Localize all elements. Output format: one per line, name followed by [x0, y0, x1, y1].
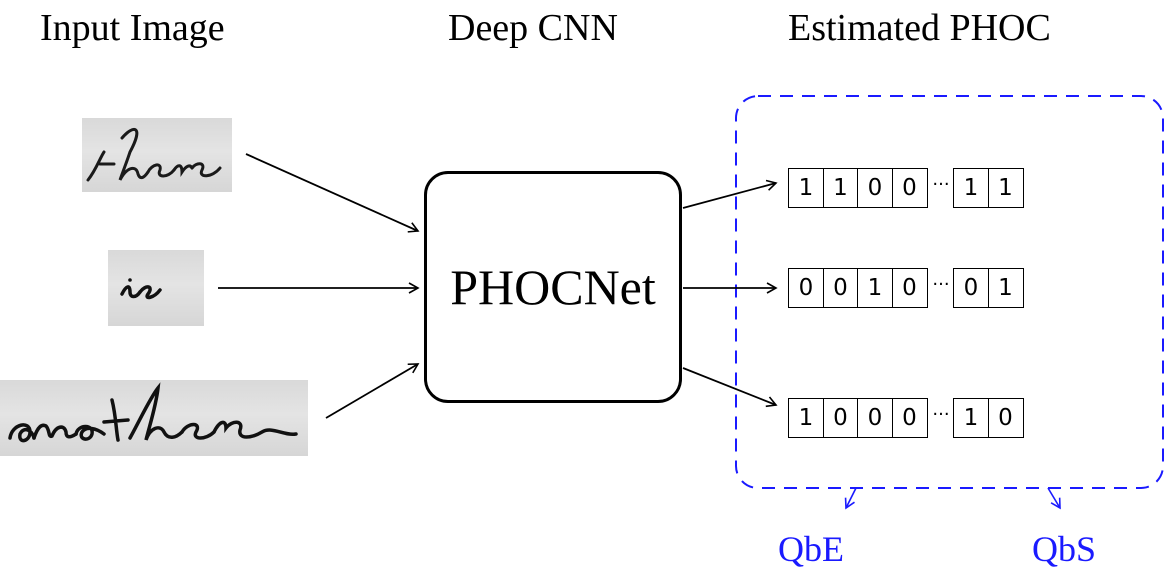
- phoc-cell: 0: [857, 168, 893, 208]
- phoc-cell: 0: [822, 398, 859, 438]
- arrow-there-to-phocnet: [245, 153, 420, 233]
- handwriting-is-icon: [120, 278, 162, 300]
- qbe-label: QbE: [778, 529, 844, 569]
- header-estimated-phoc: Estimated PHOC: [788, 7, 1051, 49]
- phoc-cell: 0: [987, 398, 1024, 438]
- phoc-ellipsis: ···: [932, 403, 950, 425]
- phoc-cell: 0: [788, 268, 824, 308]
- phoc-cell: 0: [891, 168, 928, 208]
- phoc-cell: 1: [953, 398, 989, 438]
- arrow-to-qbe: [844, 487, 857, 510]
- phoc-vector-row: 1 1 0 0 ··· 1 1: [788, 168, 1024, 208]
- phoc-cell: 0: [822, 268, 859, 308]
- phoc-cell: 1: [987, 268, 1024, 308]
- handwriting-there-icon: [86, 127, 222, 182]
- word-image-there: [82, 118, 232, 192]
- handwriting-another-icon: [8, 382, 298, 443]
- phoc-ellipsis: ···: [932, 273, 950, 295]
- phoc-output-region: [735, 95, 1164, 489]
- phoc-cell: 1: [788, 168, 824, 208]
- phoc-vector-row: 0 0 1 0 ··· 0 1: [788, 268, 1024, 308]
- header-deep-cnn: Deep CNN: [448, 7, 618, 49]
- qbs-label: QbS: [1032, 529, 1097, 569]
- word-image-is: [108, 250, 204, 326]
- header-input-image: Input Image: [40, 7, 225, 49]
- arrow-another-to-phocnet: [325, 363, 420, 419]
- phoc-cell: 0: [891, 398, 928, 438]
- phocnet-label: PHOCNet: [450, 259, 656, 315]
- word-image-another: [0, 380, 308, 456]
- arrow-phocnet-to-row1: [682, 179, 778, 209]
- phoc-vector-row: 1 0 0 0 ··· 1 0: [788, 398, 1024, 438]
- phoc-cell: 0: [891, 268, 928, 308]
- phoc-cell: 0: [953, 268, 989, 308]
- phocnet-box: PHOCNet: [424, 171, 682, 403]
- phoc-cell: 1: [953, 168, 989, 208]
- phoc-cell: 0: [857, 398, 893, 438]
- phoc-cell: 1: [822, 168, 859, 208]
- arrow-to-qbs: [1047, 487, 1061, 510]
- phoc-ellipsis: ···: [932, 173, 950, 195]
- arrow-phocnet-to-row3: [682, 367, 778, 408]
- phoc-cell: 1: [987, 168, 1024, 208]
- phoc-cell: 1: [857, 268, 893, 308]
- phoc-cell: 1: [788, 398, 824, 438]
